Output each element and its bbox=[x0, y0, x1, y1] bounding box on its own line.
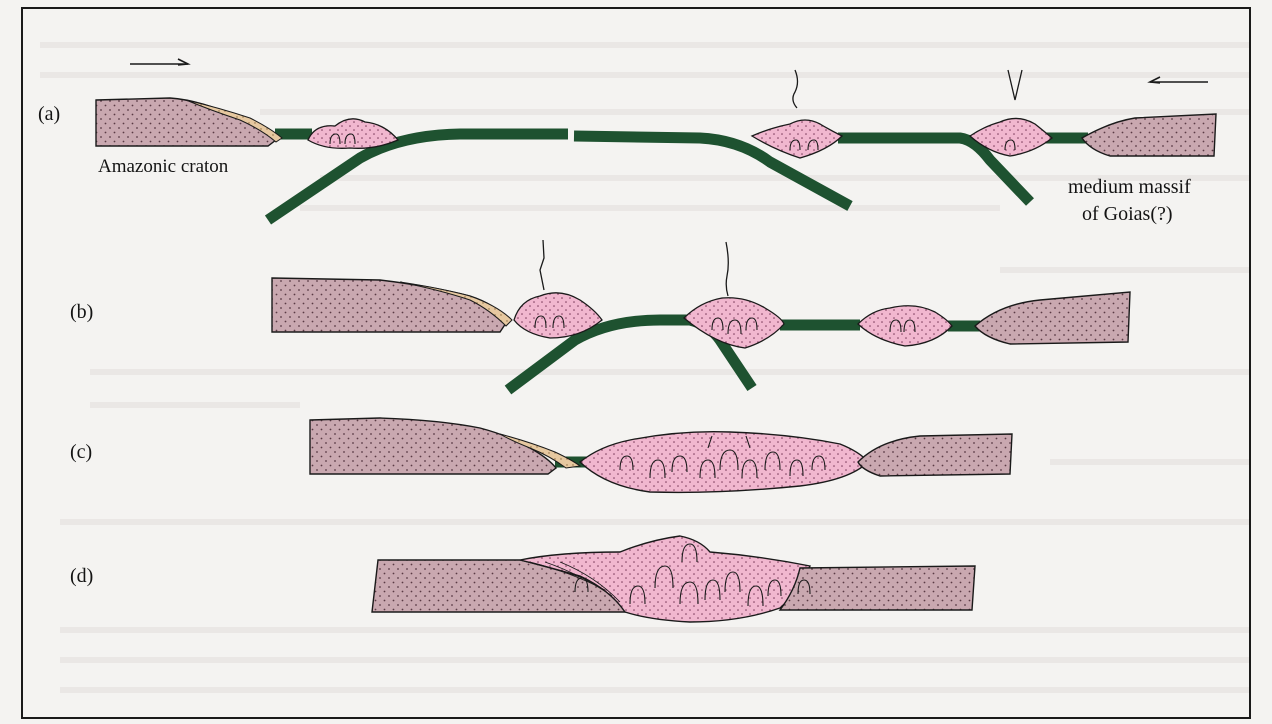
goias-massif-label-line2: of Goias(?) bbox=[1082, 203, 1173, 225]
panel-b-label: (b) bbox=[70, 301, 93, 323]
panel-a-label: (a) bbox=[38, 103, 60, 125]
amazonic-craton-label: Amazonic craton bbox=[98, 156, 229, 177]
panel-d-label: (d) bbox=[70, 565, 93, 587]
goias-massif-label-line1: medium massif bbox=[1068, 176, 1191, 198]
panel-c-label: (c) bbox=[70, 441, 92, 463]
